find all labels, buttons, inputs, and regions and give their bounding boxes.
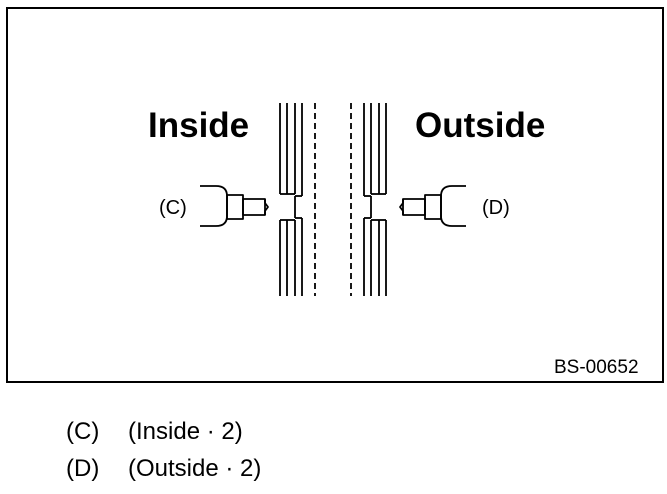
legend-key-c: (C)	[66, 418, 100, 445]
legend-row-d: (D) (Outside · 2)	[66, 457, 261, 481]
gauge-d	[399, 185, 466, 227]
gauge-c	[200, 185, 269, 227]
label-c: (C)	[159, 197, 187, 219]
outside-title: Outside	[415, 106, 545, 145]
inside-plate-stack	[279, 103, 303, 296]
figure-code: BS-00652	[554, 357, 639, 378]
legend-text-d: (Outside · 2)	[128, 455, 262, 482]
legend-key-d: (D)	[66, 455, 100, 482]
figure-frame	[6, 7, 664, 383]
label-d: (D)	[482, 197, 510, 219]
outside-plate-stack	[363, 103, 387, 296]
legend-row-c: (C) (Inside · 2)	[66, 420, 243, 444]
legend-text-c: (Inside · 2)	[128, 418, 243, 445]
inside-title: Inside	[148, 106, 249, 145]
